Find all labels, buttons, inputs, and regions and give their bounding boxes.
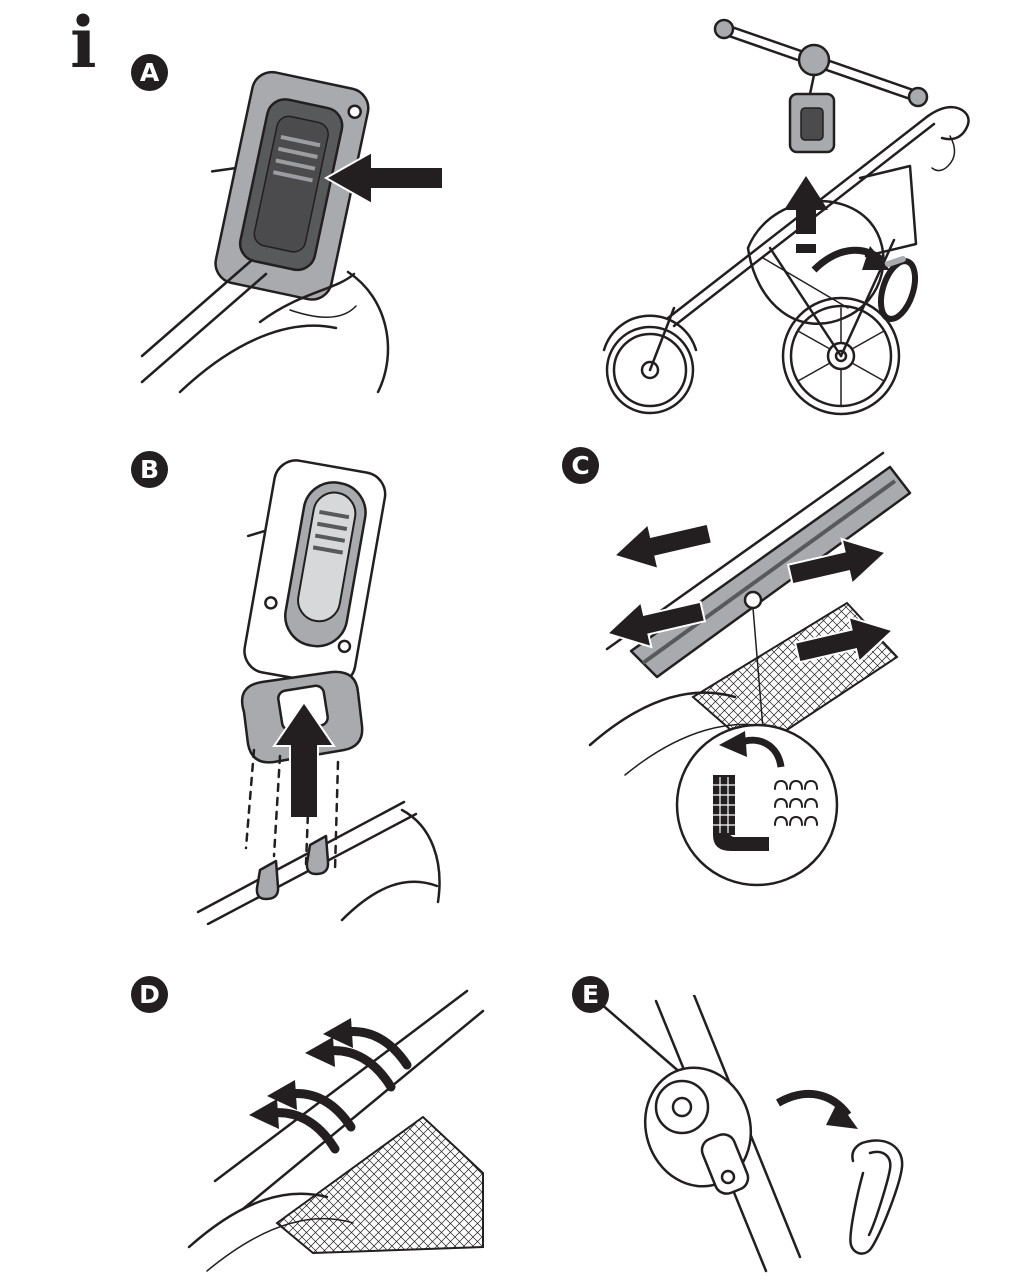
front-wheel (602, 306, 698, 415)
hook-clip-icon (877, 256, 919, 322)
step-badge-b: B (131, 451, 168, 488)
slide-right-arrow-icon (786, 537, 888, 586)
mesh-fabric (275, 1115, 484, 1255)
step-label-c: C (571, 451, 590, 480)
fabric-folds (187, 1192, 354, 1272)
step-label-e: E (581, 980, 600, 1009)
fabric-slide-drawing (588, 451, 912, 887)
bracket-removal-drawing (196, 459, 441, 926)
panel-d-illustration (185, 985, 485, 1280)
detail-inset-circle (675, 723, 839, 887)
step-badge-d: D (131, 976, 168, 1013)
panel-b-illustration (192, 450, 452, 930)
adapter-receptacle-drawing (140, 70, 444, 394)
step-badge-e: E (572, 976, 609, 1013)
frame-channel (196, 800, 418, 926)
frame-tube-lines (140, 258, 268, 384)
adapter-housing (243, 459, 387, 686)
slide-left-arrow-icon (605, 600, 707, 649)
slide-arrows (605, 522, 895, 664)
lift-up-arrow-icon (272, 700, 336, 819)
wrap-over-arrows-icon (305, 1018, 412, 1092)
detail-leader-line (752, 607, 764, 730)
adapter-housing (210, 70, 370, 301)
wire-clip (849, 1139, 904, 1255)
fabric-wrap-drawing (187, 989, 485, 1272)
slide-left-arrow-icon (612, 522, 714, 571)
background-frame-line (598, 1001, 692, 1083)
fold-fabric-arrow-icon (719, 731, 785, 768)
fabric-folds (178, 270, 390, 394)
clamp-body (643, 1066, 753, 1195)
hook-strip-marks (774, 779, 818, 826)
panel-a-illustration (140, 60, 450, 400)
info-icon: i (70, 1, 97, 84)
stroller-overview-illustration (598, 8, 1008, 428)
slide-right-arrow-icon (793, 615, 895, 664)
push-left-arrow-icon (323, 150, 444, 206)
lift-up-arrow-icon (784, 176, 828, 253)
hook-tab (305, 834, 330, 876)
fabric-folds (340, 808, 441, 922)
panel-e-illustration (570, 993, 915, 1280)
step-badge-c: C (562, 447, 599, 484)
stroller-drawing (602, 18, 970, 416)
alignment-dashed-guides (244, 748, 340, 872)
hook-tab (255, 859, 280, 901)
clip-removal-drawing (598, 993, 904, 1273)
remove-clip-arrow-icon (776, 1089, 858, 1129)
rotate-clockwise-arrow-icon (811, 246, 890, 273)
step-badge-a: A (131, 54, 168, 91)
step-label-b: B (139, 455, 160, 484)
fabric-cross-section (713, 775, 769, 851)
panel-c-illustration (585, 445, 915, 915)
adapter-assembly (713, 18, 929, 154)
step-label-d: D (139, 980, 160, 1009)
rear-wheel (781, 296, 901, 416)
seat-edge-lines (213, 989, 485, 1211)
step-label-a: A (139, 58, 160, 87)
wrap-over-arrows-icon (249, 1080, 356, 1154)
